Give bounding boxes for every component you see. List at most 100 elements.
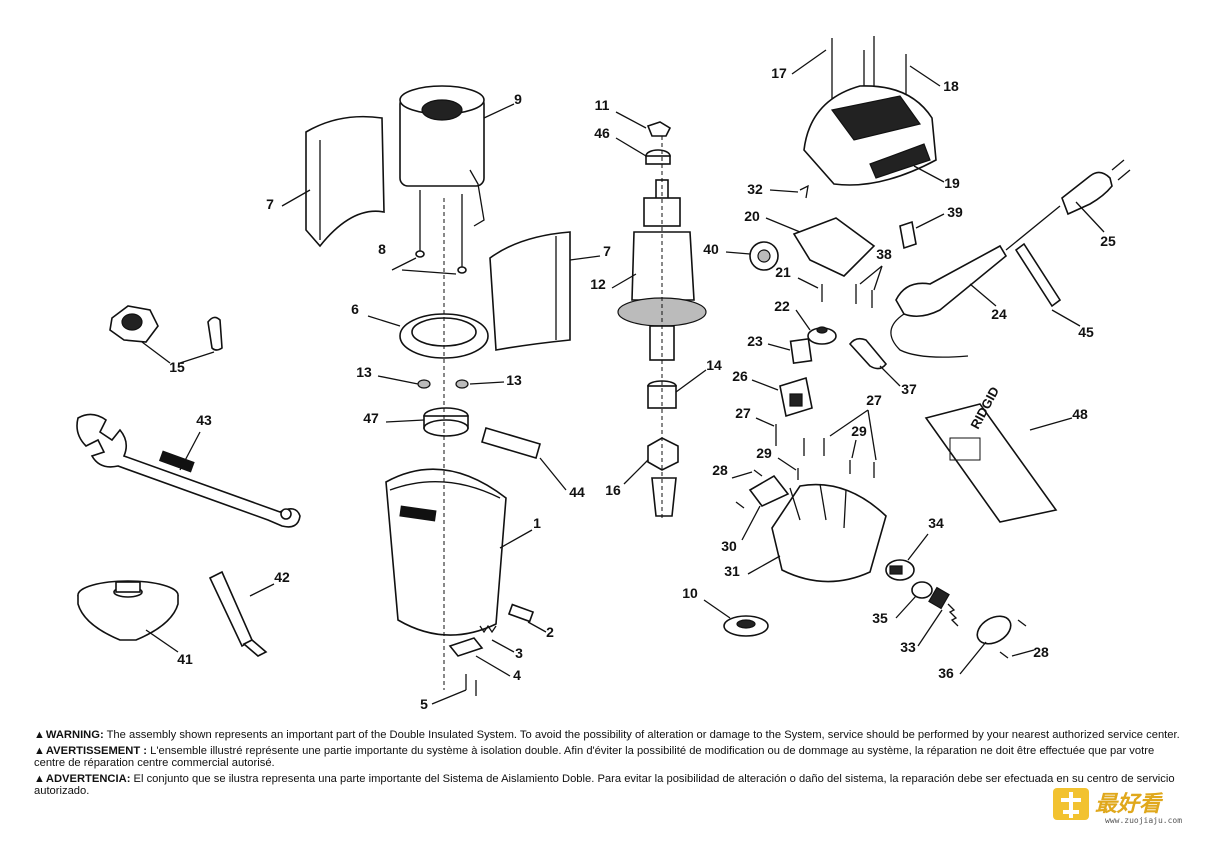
- part-26-switch-cover: [779, 376, 813, 418]
- part-label-27a: 27: [735, 405, 751, 421]
- part-label-20: 20: [744, 208, 760, 224]
- part-38-screws: [855, 284, 873, 308]
- part-36-plate: [976, 615, 1012, 645]
- part-label-6: 6: [351, 301, 359, 317]
- part-label-19: 19: [944, 175, 960, 191]
- part-label-35: 35: [872, 610, 888, 626]
- part-label-37: 37: [901, 381, 917, 397]
- warning-head: WARNING:: [45, 729, 104, 741]
- part-label-15: 15: [169, 359, 185, 375]
- part-label-48: 48: [1072, 406, 1088, 422]
- part-7-right-shell: [489, 231, 571, 351]
- part-37-clamp: [848, 337, 888, 370]
- watermark-url: www.zuojiaju.com: [1105, 816, 1183, 825]
- part-label-8: 8: [378, 241, 386, 257]
- part-label-27b: 27: [866, 392, 882, 408]
- part-9-field-housing: [399, 85, 485, 227]
- part-label-7b: 7: [603, 243, 611, 259]
- part-33-adjust-screw: [928, 586, 959, 627]
- part-label-29b: 29: [851, 423, 867, 439]
- part-29-screws: [797, 460, 851, 480]
- part-16-collet: [647, 437, 679, 517]
- part-label-29a: 29: [756, 445, 772, 461]
- part-label-13a: 13: [356, 364, 372, 380]
- part-41-collet-tool: [77, 580, 179, 641]
- part-label-11: 11: [595, 97, 610, 113]
- part-label-12: 12: [590, 276, 606, 292]
- part-32-clip: [799, 184, 809, 199]
- part-label-38: 38: [876, 246, 892, 262]
- advertencia-head: ADVERTENCIA:: [45, 772, 131, 785]
- part-2-bolt: [507, 603, 535, 623]
- warning-triangle-icon: ▲: [34, 744, 45, 757]
- part-25-plug: [1005, 159, 1131, 251]
- part-label-4: 4: [513, 667, 521, 683]
- part-43-wrench: [76, 413, 301, 528]
- part-label-28a: 28: [712, 462, 728, 478]
- part-19-top-cover: [803, 85, 937, 186]
- part-44-label: [481, 427, 541, 459]
- part-4-plate: [448, 637, 484, 657]
- part-7-left-shell: [305, 115, 385, 248]
- part-6-brush-ring: [399, 313, 489, 359]
- part-label-7a: 7: [266, 196, 274, 212]
- part-15-wire-nut: [207, 316, 223, 351]
- part-label-21: 21: [775, 264, 791, 280]
- part-label-14: 14: [706, 357, 722, 373]
- part-label-42: 42: [274, 569, 290, 585]
- warning-note: ▲WARNING: The assembly shown represents …: [34, 729, 1184, 742]
- part-22-knob: [807, 326, 837, 345]
- part-label-46: 46: [594, 125, 610, 141]
- part-label-36: 36: [938, 665, 954, 681]
- warning-body: The assembly shown represents an importa…: [103, 729, 1180, 741]
- watermark-logo-icon: [1053, 788, 1089, 820]
- part-45-strain-relief: [1014, 242, 1062, 308]
- part-label-5: 5: [420, 696, 428, 712]
- part-label-40: 40: [703, 241, 719, 257]
- part-label-28b: 28: [1033, 644, 1049, 660]
- part-label-39: 39: [947, 204, 963, 220]
- advertencia-note: ▲ADVERTENCIA: El conjunto que se ilustra…: [34, 773, 1184, 798]
- part-24-cord-guard: [890, 244, 1008, 358]
- advertencia-body: El conjunto que se ilustra representa un…: [34, 772, 1175, 798]
- part-28-screws-left: [735, 469, 763, 509]
- part-1-motor-housing: [385, 468, 507, 636]
- part-48-manual: RIDGID: [924, 384, 1058, 523]
- part-39-wire-nut: [899, 220, 917, 250]
- part-27-screws: [775, 424, 875, 478]
- avertissement-head: AVERTISSEMENT :: [45, 744, 147, 757]
- part-23-switch-block: [789, 337, 813, 365]
- part-10-ring: [723, 615, 769, 637]
- part-label-31: 31: [724, 563, 740, 579]
- avertissement-body: L'ensemble illustré représente une parti…: [34, 744, 1155, 770]
- part-label-2: 2: [546, 624, 554, 640]
- part-label-33: 33: [900, 639, 916, 655]
- part-label-45: 45: [1078, 324, 1094, 340]
- part-31-base: [771, 483, 887, 583]
- part-label-9: 9: [514, 91, 522, 107]
- part-label-44: 44: [569, 484, 585, 500]
- part-15-hex-nut: [109, 305, 159, 343]
- safety-notes: ▲WARNING: The assembly shown represents …: [34, 729, 1184, 801]
- part-5-screws: [465, 674, 477, 696]
- part-label-1: 1: [533, 515, 541, 531]
- warning-triangle-icon: ▲: [34, 729, 45, 741]
- watermark: 最好看 www.zuojiaju.com: [1049, 782, 1199, 832]
- part-28-screws-right: [999, 619, 1027, 659]
- part-label-24: 24: [991, 306, 1007, 322]
- part-47-spacer: [423, 407, 469, 437]
- part-46-bearing: [645, 149, 671, 165]
- part-label-43: 43: [196, 412, 212, 428]
- part-label-32: 32: [747, 181, 763, 197]
- part-label-41: 41: [177, 651, 193, 667]
- part-label-34: 34: [928, 515, 944, 531]
- watermark-text: 最好看: [1095, 791, 1162, 816]
- part-3-spring: [479, 624, 497, 634]
- part-label-10: 10: [682, 585, 698, 601]
- part-label-17: 17: [771, 65, 787, 81]
- part-label-25: 25: [1100, 233, 1116, 249]
- part-40-gear: [749, 241, 779, 271]
- exploded-parts-diagram: RIDGID: [76, 36, 1131, 712]
- part-13-screws: [417, 379, 469, 389]
